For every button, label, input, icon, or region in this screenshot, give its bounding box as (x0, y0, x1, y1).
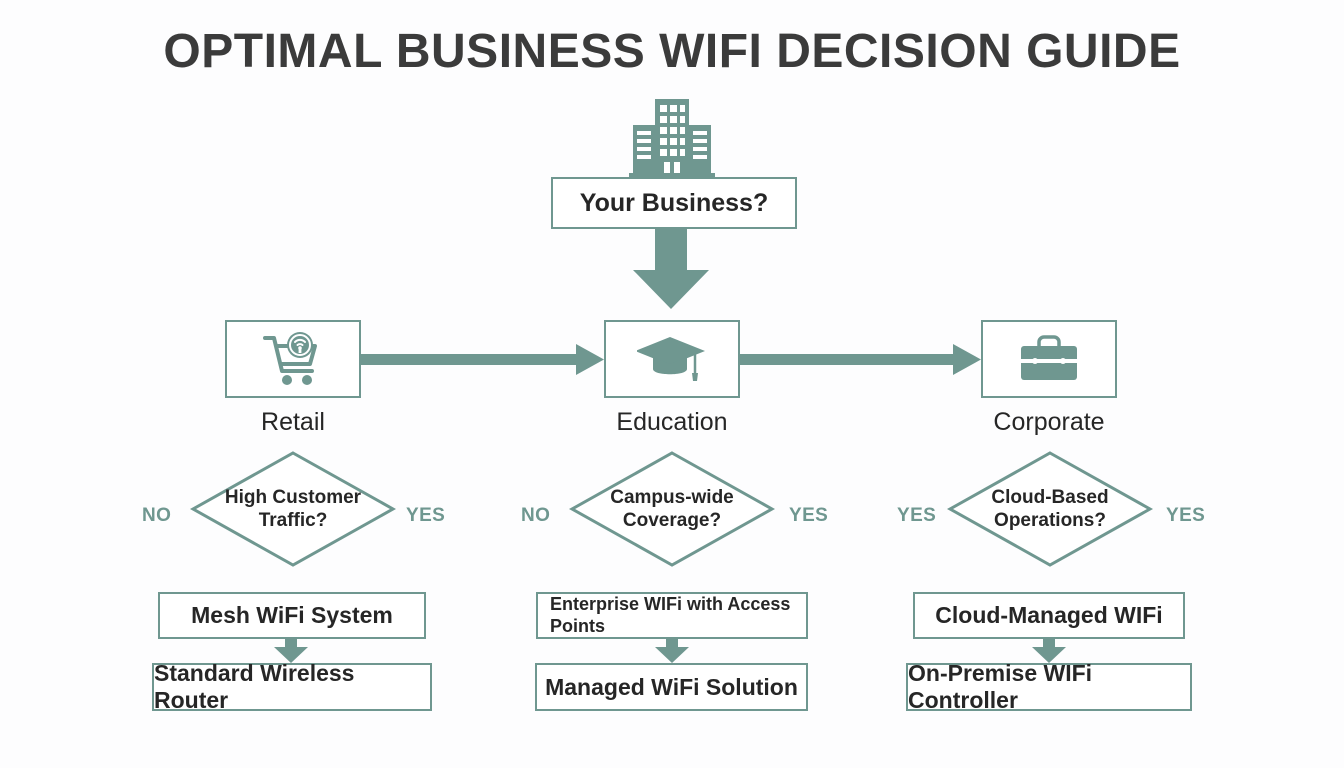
right-arrow-education-corporate (740, 344, 981, 375)
result-label-education-primary: Enterprise WIFi with Access Points (550, 593, 791, 636)
diamond-shape (947, 451, 1153, 567)
category-box-education[interactable] (604, 320, 740, 398)
branch-label-education-right: YES (789, 505, 829, 526)
branch-label-corporate-left: YES (897, 505, 937, 526)
branch-label-retail-left: NO (142, 505, 172, 526)
graduation-cap-icon (637, 333, 707, 385)
result-box-education-primary[interactable]: Enterprise WIFi with Access Points (536, 592, 808, 639)
result-box-education-secondary[interactable]: Managed WiFi Solution (535, 663, 808, 711)
category-label-education: Education (616, 408, 728, 436)
shopping-cart-wifi-icon (262, 331, 324, 387)
result-label-corporate-secondary: On-Premise WIFi Controller (908, 660, 1093, 713)
decision-label-corporate: Cloud-Based Operations? (991, 486, 1109, 531)
office-building-icon (629, 95, 715, 179)
page-title: OPTIMAL BUSINESS WIFI DECISION GUIDE (163, 25, 1181, 78)
decision-diamond-corporate[interactable]: Cloud-Based Operations? (947, 450, 1153, 568)
root-question-label: Your Business? (579, 188, 769, 217)
decision-label-retail: High Customer Traffic? (224, 486, 362, 531)
decision-diamond-retail[interactable]: High Customer Traffic? (190, 450, 396, 568)
decision-label-education: Campus-wide Coverage? (610, 486, 734, 531)
result-label-retail-primary: Mesh WiFi System (191, 602, 393, 628)
right-arrow-retail-education (361, 344, 604, 375)
branch-label-corporate-right: YES (1166, 505, 1206, 526)
result-box-retail-primary[interactable]: Mesh WiFi System (158, 592, 426, 639)
result-label-corporate-primary: Cloud-Managed WIFi (935, 602, 1163, 628)
result-box-corporate-secondary[interactable]: On-Premise WIFi Controller (906, 660, 1192, 713)
category-label-corporate: Corporate (993, 408, 1105, 436)
result-label-retail-secondary: Standard Wireless Router (154, 660, 355, 713)
branch-label-retail-right: YES (406, 505, 446, 526)
category-box-corporate[interactable] (981, 320, 1117, 398)
category-box-retail[interactable] (225, 320, 361, 398)
briefcase-icon (1017, 333, 1081, 385)
result-box-corporate-primary[interactable]: Cloud-Managed WIFi (913, 592, 1185, 639)
result-label-education-secondary: Managed WiFi Solution (545, 673, 798, 700)
diamond-shape (569, 451, 775, 567)
branch-label-education-left: NO (521, 505, 551, 526)
root-question-box[interactable]: Your Business? (551, 177, 797, 229)
diamond-shape (190, 451, 396, 567)
down-arrow-education-results (655, 639, 689, 663)
result-box-retail-secondary[interactable]: Standard Wireless Router (152, 660, 432, 713)
down-arrow-root (633, 229, 709, 309)
decision-diamond-education[interactable]: Campus-wide Coverage? (569, 450, 775, 568)
category-label-retail: Retail (261, 408, 325, 436)
